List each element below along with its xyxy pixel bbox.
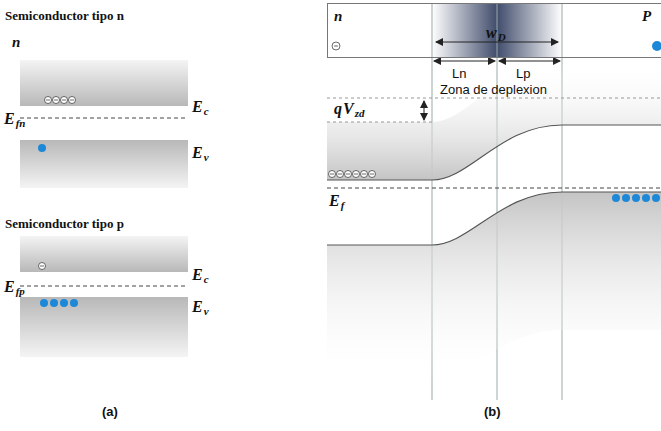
length-label: Ln (452, 66, 466, 81)
energy-subscript: c (204, 105, 209, 117)
energy-subscript: fn (16, 117, 26, 129)
potential-symbol: V (343, 100, 354, 118)
energy-symbol: E (192, 98, 203, 116)
energy-subscript: c (204, 273, 209, 285)
potential-symbol: q (334, 100, 342, 118)
energy-subscript: v (204, 305, 209, 317)
section-heading: Semiconductor tipo n (5, 8, 124, 24)
energy-symbol: E (192, 266, 203, 284)
region-letter: P (642, 8, 651, 25)
energy-symbol: E (4, 110, 15, 128)
panel-label: (a) (102, 404, 118, 419)
energy-symbol: E (192, 144, 203, 162)
width-symbol: w (486, 24, 497, 42)
energy-subscript: fp (16, 285, 25, 297)
panel-label: (b) (484, 404, 501, 419)
energy-symbol: E (329, 192, 340, 210)
potential-subscript: zd (355, 107, 365, 119)
length-label: Lp (516, 66, 530, 81)
region-name: Zona de deplexion (440, 82, 547, 97)
region-letter: n (334, 8, 342, 25)
energy-subscript: v (204, 151, 209, 163)
width-subscript: D (498, 31, 506, 43)
region-letter: n (12, 34, 20, 51)
energy-subscript: f (341, 199, 345, 211)
section-heading: Semiconductor tipo p (5, 216, 124, 232)
energy-symbol: E (4, 278, 15, 296)
energy-symbol: E (192, 298, 203, 316)
